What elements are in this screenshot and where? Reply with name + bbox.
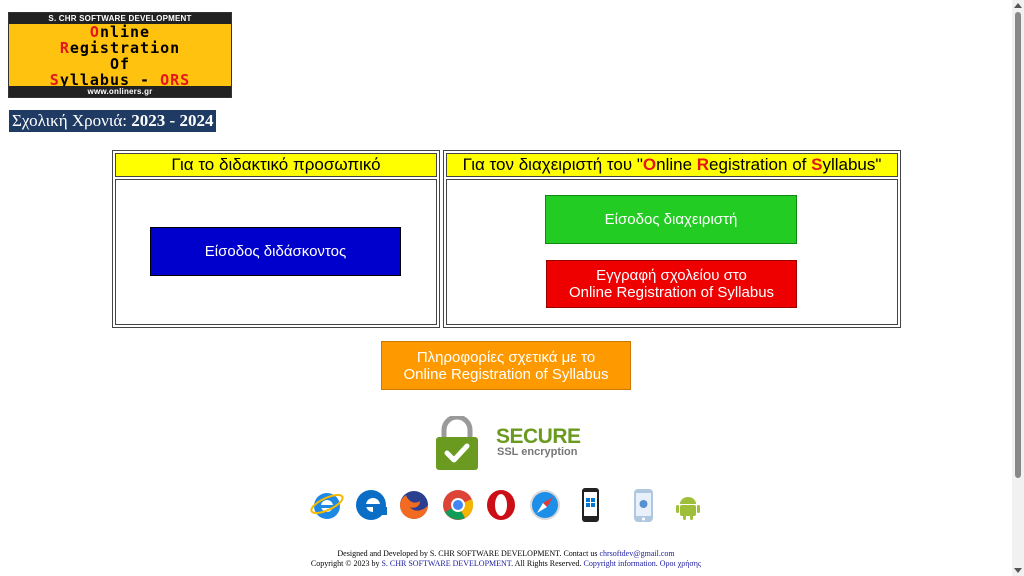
info-button[interactable]: Πληροφορίες σχετικά με το Online Registr… (381, 341, 631, 390)
school-year-label: Σχολική Χρονιά: 2023 - 2024 (9, 110, 217, 132)
scrollbar-thumb[interactable] (1015, 12, 1021, 478)
school-register-button[interactable]: Εγγραφή σχολείου στο Online Registration… (546, 260, 797, 308)
footer-line2: Copyright © 2023 by S. CHR SOFTWARE DEVE… (310, 559, 702, 568)
footer-line1: Designed and Developed by S. CHR SOFTWAR… (337, 549, 675, 558)
scroll-down-icon[interactable] (1014, 568, 1022, 573)
terms-of-use-link[interactable]: Οροι χρήσης (659, 559, 702, 568)
admin-panel-header: Για τον διαχειριστή του "Online Registra… (446, 153, 898, 177)
opera-icon (487, 490, 515, 520)
logo-line-online: Online (89, 23, 151, 41)
logo-line-registration: Registration (59, 39, 181, 57)
chrome-icon (443, 490, 474, 520)
teacher-panel: Για το διδακτικό προσωπικό (112, 150, 440, 328)
logo-bottom-band: www.onliners.gr (9, 86, 231, 97)
safari-icon (530, 490, 560, 520)
edge-icon (356, 490, 387, 520)
school-register-line1: Εγγραφή σχολείου στο (596, 267, 747, 284)
company-link[interactable]: S. CHR SOFTWARE DEVELOPMENT (381, 559, 512, 568)
teacher-panel-header: Για το διδακτικό προσωπικό (115, 153, 437, 177)
logo-line-syllabus: Syllabus - ORS (49, 71, 191, 89)
copyright-info-link[interactable]: Copyright information (583, 559, 656, 568)
admin-panel-body (446, 179, 898, 325)
logo-line-of: Of (109, 55, 131, 73)
ie-icon (310, 493, 344, 519)
android-icon (676, 497, 700, 520)
footer: Designed and Developed by S. CHR SOFTWAR… (0, 549, 1012, 569)
scroll-up-icon[interactable] (1014, 3, 1022, 8)
info-button-line2: Online Registration of Syllabus (403, 365, 609, 383)
teacher-panel-body (115, 179, 437, 325)
secure-subtitle: SSL encryption (497, 446, 578, 458)
windows-phone-icon (582, 488, 599, 522)
contact-email-link[interactable]: chrsoftdev@gmail.com (599, 549, 675, 558)
ors-logo: S. CHR SOFTWARE DEVELOPMENT Online Regis… (8, 12, 232, 98)
logo-top-band: S. CHR SOFTWARE DEVELOPMENT (9, 13, 231, 24)
padlock-check-icon (436, 416, 478, 470)
secure-title: SECURE (496, 425, 581, 448)
ios-icon (634, 489, 653, 522)
firefox-icon (400, 491, 428, 519)
admin-login-button[interactable]: Είσοδος διαχειριστή (545, 195, 797, 244)
school-year-value: 2023 - 2024 (131, 111, 214, 130)
teacher-login-button[interactable]: Είσοδος διδάσκοντος (150, 227, 401, 276)
school-register-line2: Online Registration of Syllabus (568, 284, 775, 301)
info-button-line1: Πληροφορίες σχετικά με το (416, 348, 596, 366)
vertical-scrollbar[interactable] (1012, 0, 1024, 576)
